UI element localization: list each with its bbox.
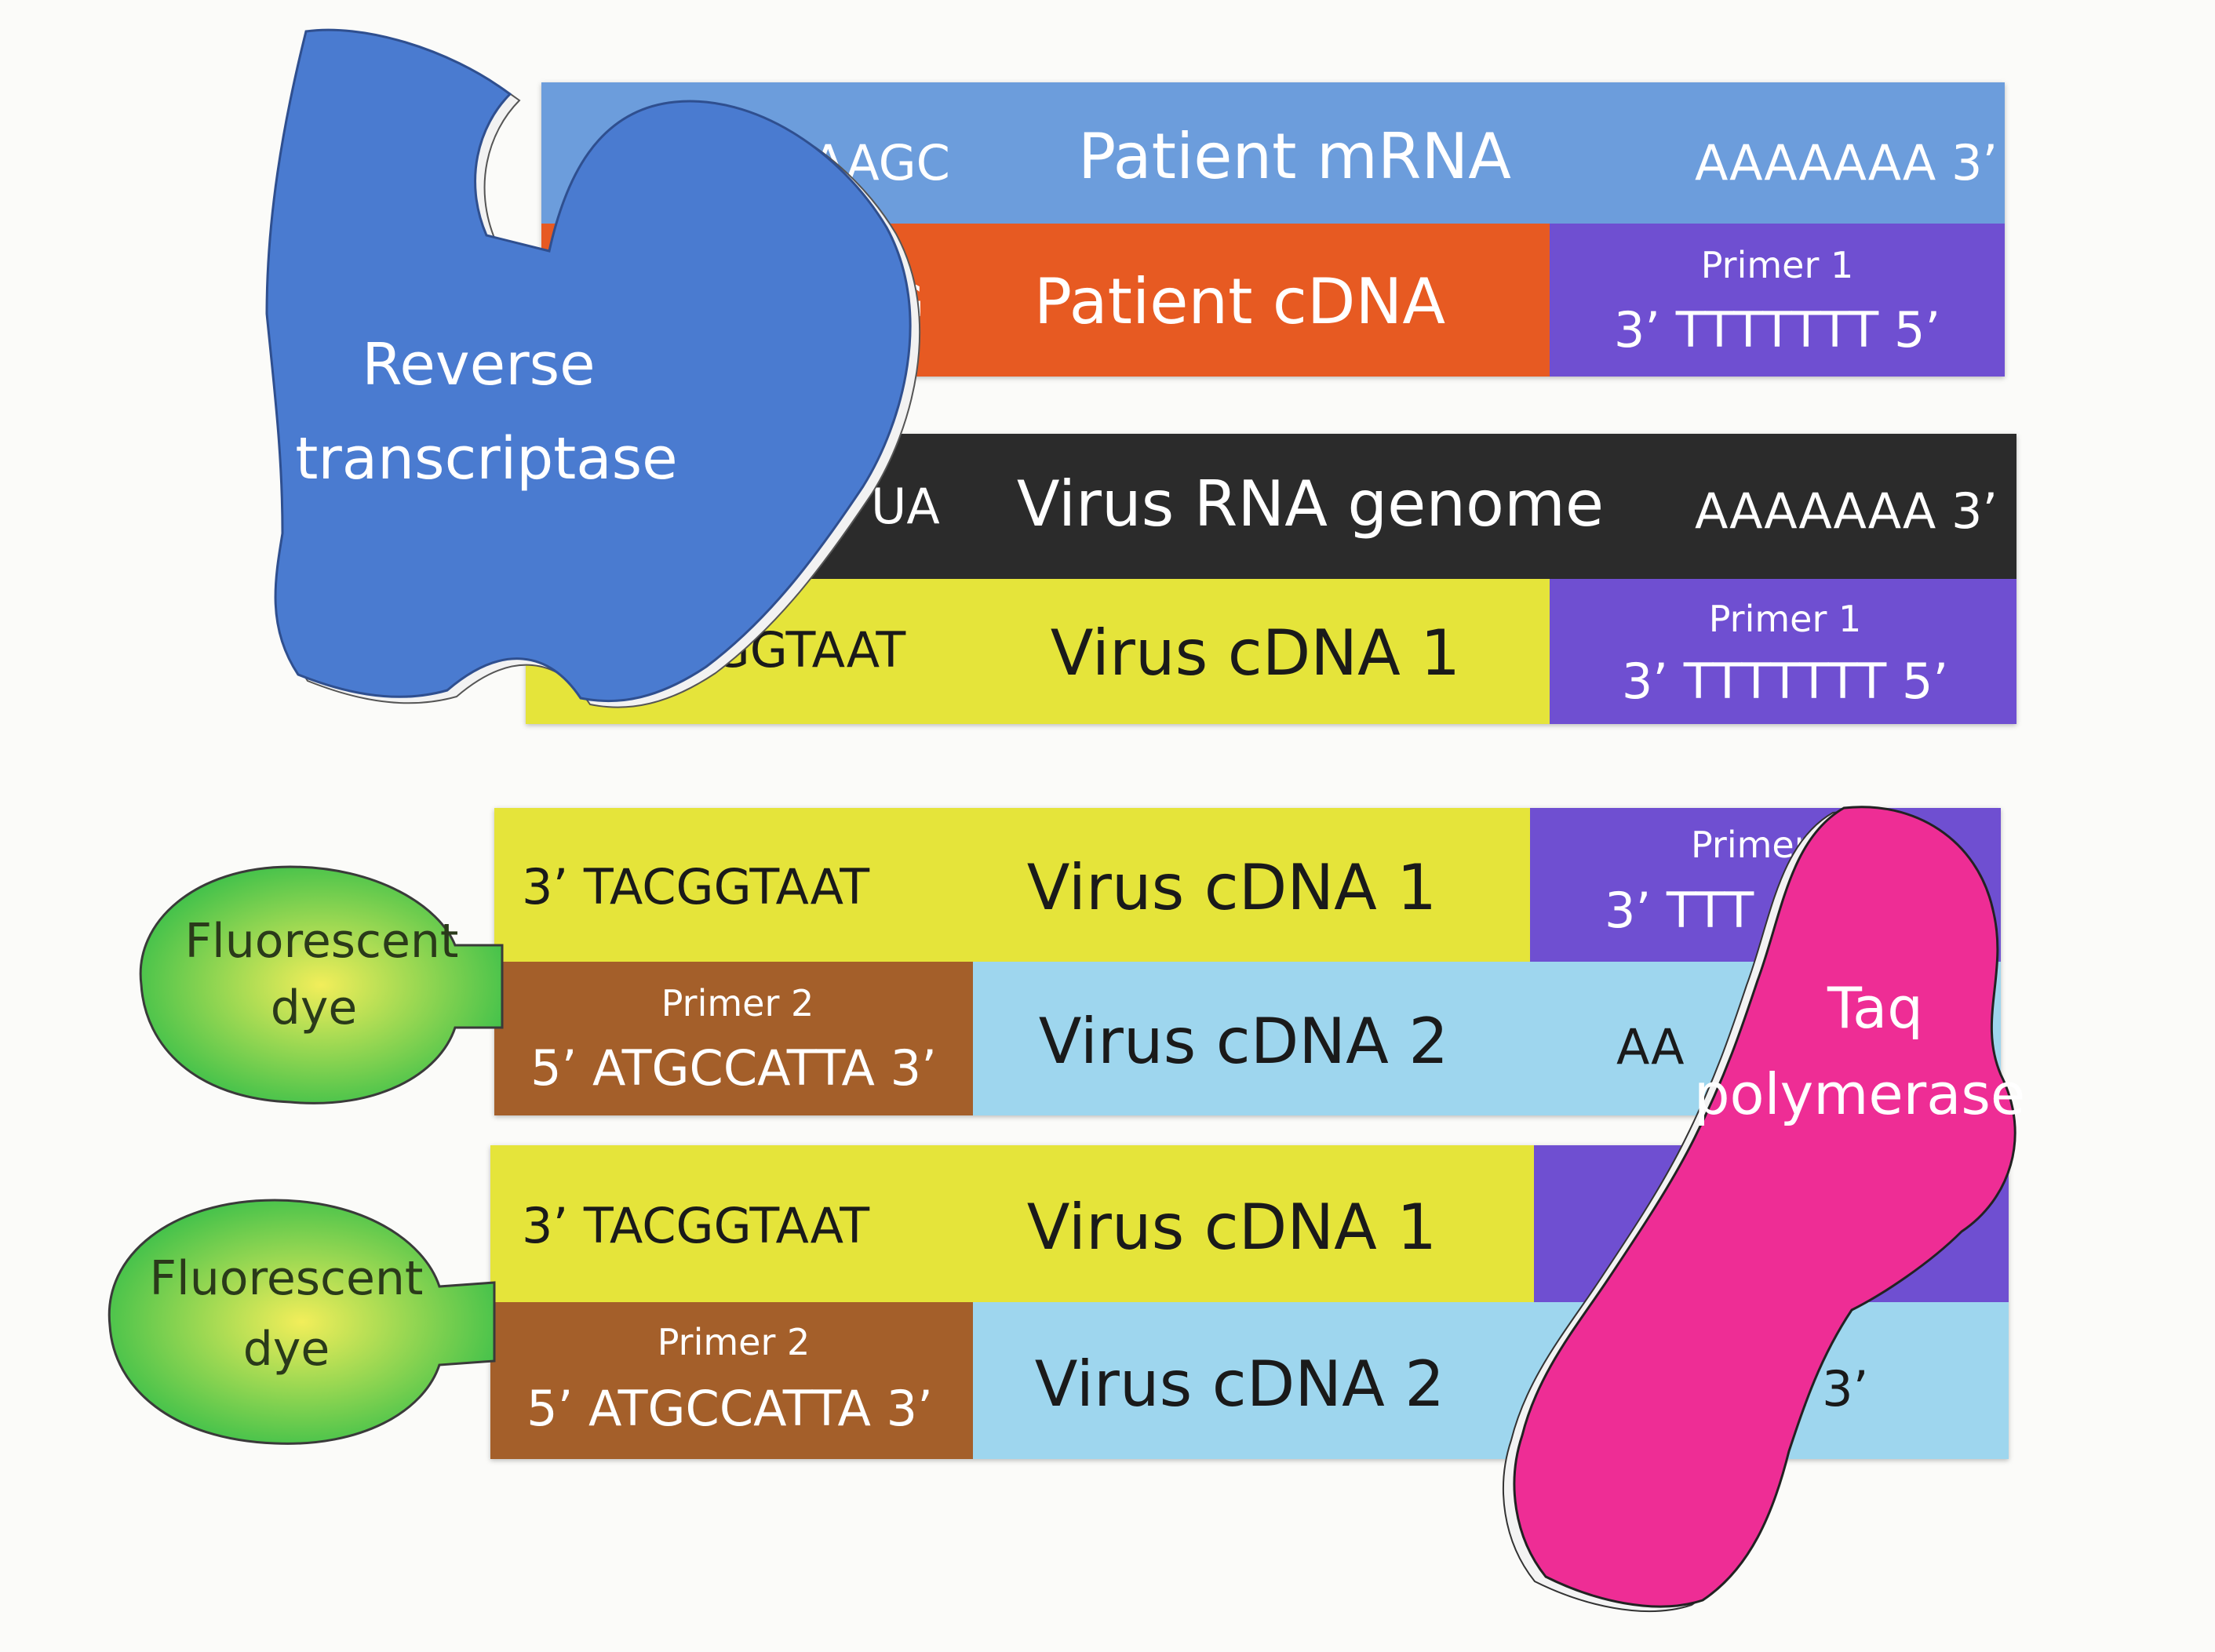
strip3-primer1-title: Primer — [1691, 824, 1809, 866]
strip4-cdna1-label: Virus cDNA 1 — [1026, 1191, 1437, 1264]
strip3-primer2-sequence: 5’ ATGCCATTA 3’ — [530, 1039, 937, 1097]
strip4-cdna1-segment: 3’ TACGGTAAT Virus cDNA 1 — [490, 1145, 1534, 1302]
strip4-cdna2-segment: Virus cDNA 2 A 3’ — [973, 1302, 2009, 1459]
patient-mrna-right-sequence: AAAAAAA 3’ — [1695, 134, 1998, 191]
strip3-primer1-sequence: 3’ TTT — [1605, 882, 1754, 939]
taq-polymerase-label-line2: polymerase — [1694, 1061, 2025, 1127]
fluorescent-dye-bottom-line2: dye — [243, 1322, 330, 1377]
strip4-cdna2-label: Virus cDNA 2 — [1034, 1348, 1445, 1421]
strip3-cdna1-segment: 3’ TACGGTAAT Virus cDNA 1 — [494, 808, 1530, 962]
strip3-primer2-title: Primer 2 — [661, 982, 814, 1024]
virus-primer1-title: Primer 1 — [1708, 598, 1862, 640]
pcr-strip-bottom: 3’ TACGGTAAT Virus cDNA 1 5’ Primer 2 5’… — [490, 1145, 2009, 1459]
reverse-transcriptase-enzyme: Reverse transcriptase — [265, 28, 921, 708]
virus-cdna1-label: Virus cDNA 1 — [1050, 617, 1461, 690]
patient-primer1-sequence: 3’ TTTTTTT 5’ — [1613, 301, 1941, 358]
virus-primer1-sequence: 3’ TTTTTTT 5’ — [1621, 653, 1949, 710]
patient-cdna-label: Patient cDNA — [1033, 265, 1446, 338]
strip4-primer2-sequence: 5’ ATGCCATTA 3’ — [526, 1380, 933, 1437]
patient-primer1-title: Primer 1 — [1700, 244, 1854, 286]
virus-rna-left-sequence: UA — [871, 478, 940, 535]
strip3-primer2-segment: Primer 2 5’ ATGCCATTA 3’ — [494, 962, 973, 1115]
strip3-cdna2-right-sequence: AA — [1616, 1018, 1685, 1075]
patient-primer1-segment: Primer 1 3’ TTTTTTT 5’ — [1550, 224, 2005, 377]
reverse-transcriptase-label-line1: Reverse — [362, 331, 595, 398]
virus-rna-right-sequence: AAAAAAA 3’ — [1695, 482, 1998, 540]
fluorescent-dye-top-line2: dye — [271, 981, 358, 1035]
strip3-cdna2-label: Virus cDNA 2 — [1038, 1005, 1449, 1078]
virus-rna-label: Virus RNA genome — [1016, 468, 1605, 540]
patient-mrna-label: Patient mRNA — [1077, 120, 1512, 193]
virus-primer1-segment: Primer 1 3’ TTTTTTT 5’ — [1550, 579, 2016, 724]
taq-polymerase-enzyme: Taq polymerase — [1503, 806, 2025, 1613]
fluorescent-dye-top-line1: Fluorescent — [185, 914, 459, 969]
fluorescent-dye-bottom: Fluorescent dye — [107, 1199, 496, 1445]
strip4-primer2-segment: Primer 2 5’ ATGCCATTA 3’ — [490, 1302, 973, 1459]
strip3-cdna1-left-sequence: 3’ TACGGTAAT — [522, 858, 870, 915]
strip4-primer2-title: Primer 2 — [657, 1321, 811, 1363]
taq-polymerase-label-line1: Taq — [1827, 975, 1923, 1041]
strip3-cdna1-label: Virus cDNA 1 — [1026, 851, 1437, 924]
strip4-cdna1-left-sequence: 3’ TACGGTAAT — [522, 1197, 870, 1254]
reverse-transcriptase-label-line2: transcriptase — [295, 425, 677, 493]
fluorescent-dye-top: Fluorescent dye — [139, 865, 504, 1104]
fluorescent-dye-bottom-line1: Fluorescent — [150, 1251, 424, 1306]
